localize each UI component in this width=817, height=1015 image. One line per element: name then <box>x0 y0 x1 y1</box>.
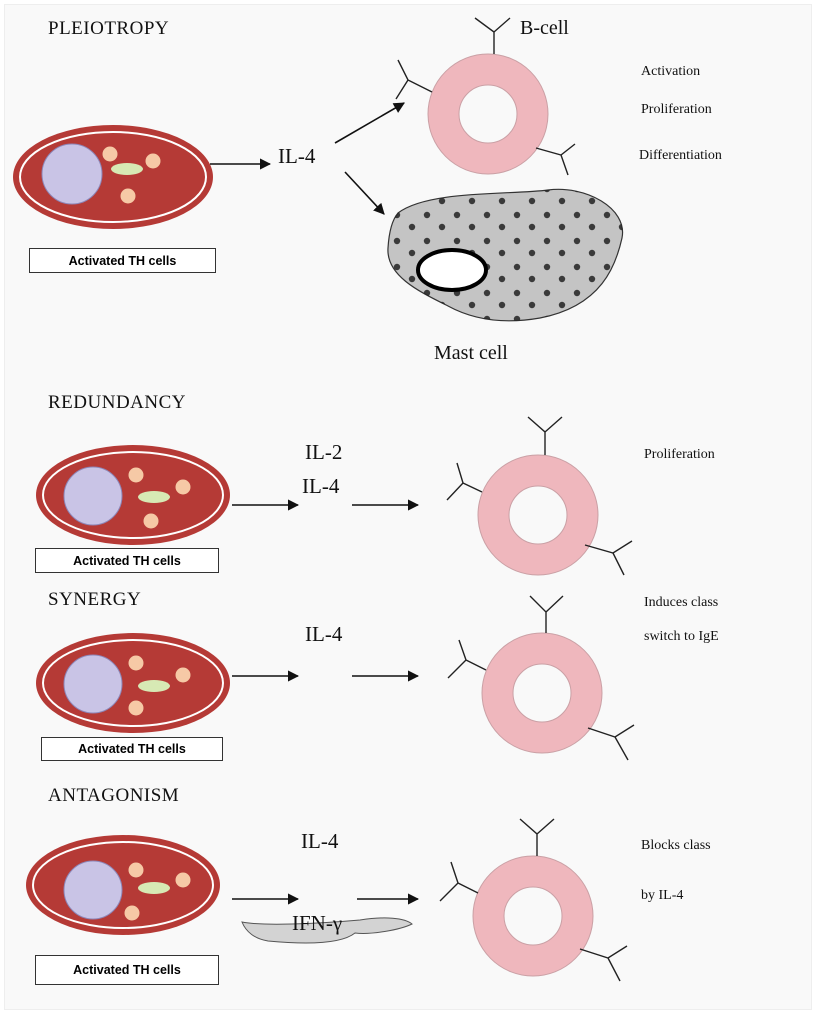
granule <box>176 668 191 683</box>
cytokine-il4-pleiotropy: IL-4 <box>278 144 315 169</box>
b-cell-synergy <box>448 596 634 760</box>
cytokine-il4-antagonism: IL-4 <box>301 829 338 854</box>
nucleus <box>64 861 122 919</box>
th-label-redundancy: Activated TH cells <box>35 548 219 573</box>
th-cell-antagonism <box>26 835 220 935</box>
granule <box>146 154 161 169</box>
section-title-redundancy: REDUNDANCY <box>48 392 186 414</box>
granule <box>144 514 159 529</box>
effect-by-il4: by IL-4 <box>641 888 683 904</box>
section-title-pleiotropy: PLEIOTROPY <box>48 18 169 40</box>
granule <box>103 147 118 162</box>
mitochondrion <box>138 491 170 503</box>
effect-switch-to-ige: switch to IgE <box>644 629 719 645</box>
mitochondrion <box>111 163 143 175</box>
effect-proliferation: Proliferation <box>641 102 712 118</box>
th-cell-redundancy <box>36 445 230 545</box>
th-label-antagonism: Activated TH cells <box>35 955 219 985</box>
effect-proliferation-redundancy: Proliferation <box>644 447 715 463</box>
th-cell-pleiotropy <box>13 125 213 229</box>
granule <box>121 189 136 204</box>
granule <box>176 873 191 888</box>
granule <box>176 480 191 495</box>
granule <box>125 906 140 921</box>
cytokine-ifn-gamma: IFN-γ <box>292 911 342 936</box>
nucleus <box>64 655 122 713</box>
b-cell-label: B-cell <box>520 17 569 40</box>
effect-induces-class: Induces class <box>644 595 718 611</box>
granule <box>129 863 144 878</box>
nucleus <box>42 144 102 204</box>
granule <box>129 656 144 671</box>
th-label-synergy: Activated TH cells <box>41 737 223 761</box>
effect-blocks-class: Blocks class <box>641 838 711 854</box>
b-cell-redundancy <box>447 417 632 575</box>
mitochondrion <box>138 680 170 692</box>
cytokine-il4-redundancy: IL-4 <box>302 474 339 499</box>
effect-differentiation: Differentiation <box>639 148 722 164</box>
nucleus <box>64 467 122 525</box>
mast-cell-label: Mast cell <box>434 342 508 365</box>
cytokine-il2: IL-2 <box>305 440 342 465</box>
granule <box>129 701 144 716</box>
granule <box>129 468 144 483</box>
mitochondrion <box>138 882 170 894</box>
th-cell-synergy <box>36 633 230 733</box>
section-title-antagonism: ANTAGONISM <box>48 785 179 807</box>
effect-activation: Activation <box>641 64 700 80</box>
cytokine-il4-synergy: IL-4 <box>305 622 342 647</box>
arrow-to-mast-cell <box>345 172 384 214</box>
b-cell-antagonism <box>440 819 627 981</box>
arrow-to-b-cell <box>335 103 404 143</box>
mast-cell <box>388 189 623 320</box>
section-title-synergy: SYNERGY <box>48 589 141 611</box>
b-cell-pleiotropy <box>396 18 575 175</box>
th-label-pleiotropy: Activated TH cells <box>29 248 216 273</box>
